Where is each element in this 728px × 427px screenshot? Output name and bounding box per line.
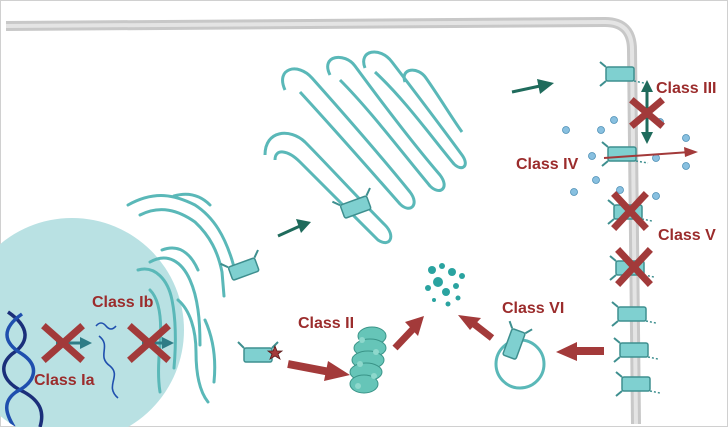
dna-helix-icon: [2, 310, 44, 427]
cross-marks: [41, 97, 665, 363]
golgi-apparatus: [263, 50, 467, 245]
label-class-ii: Class II: [298, 315, 354, 332]
arrow-icon-degradation-2: [458, 315, 495, 341]
protein-tails: [633, 80, 661, 394]
channel-protein-icon-golgi: [331, 187, 372, 219]
label-class-ia: Class Ia: [34, 372, 95, 389]
proteasome-icon: [349, 326, 387, 394]
cell-membrane-highlight: [5, 20, 638, 425]
cross-mark-icon-class-ia: [41, 323, 85, 363]
arrow-icon-degradation-1: [392, 316, 424, 351]
label-class-iii: Class III: [656, 80, 716, 97]
label-class-vi: Class VI: [502, 300, 564, 317]
mrna-icon: [95, 322, 119, 399]
endoplasmic-reticulum: [126, 192, 238, 404]
star-icon: [266, 344, 284, 360]
label-class-iv: Class IV: [516, 156, 579, 173]
cross-mark-icon-class-ib: [127, 323, 171, 363]
channel-protein-icon-er: [219, 249, 260, 281]
cross-mark-icon-class-iii: [629, 97, 665, 129]
arrow-icon-endocytosis: [556, 342, 604, 361]
degraded-fragments-icon: [425, 263, 465, 307]
arrow-icon-trafficking: [277, 219, 311, 238]
membrane-channels: [599, 61, 651, 397]
cross-mark-icon-class-v-1: [611, 191, 649, 231]
arrow-icon-class-iv: [603, 147, 698, 159]
arrow-icon-to-proteasome: [287, 360, 350, 381]
arrow-icon-to-membrane: [511, 79, 554, 94]
label-class-ib: Class Ib: [92, 294, 154, 311]
cross-mark-icon-class-v-2: [615, 247, 653, 287]
endosome-icon: [494, 320, 546, 390]
label-class-v: Class V: [658, 227, 716, 244]
